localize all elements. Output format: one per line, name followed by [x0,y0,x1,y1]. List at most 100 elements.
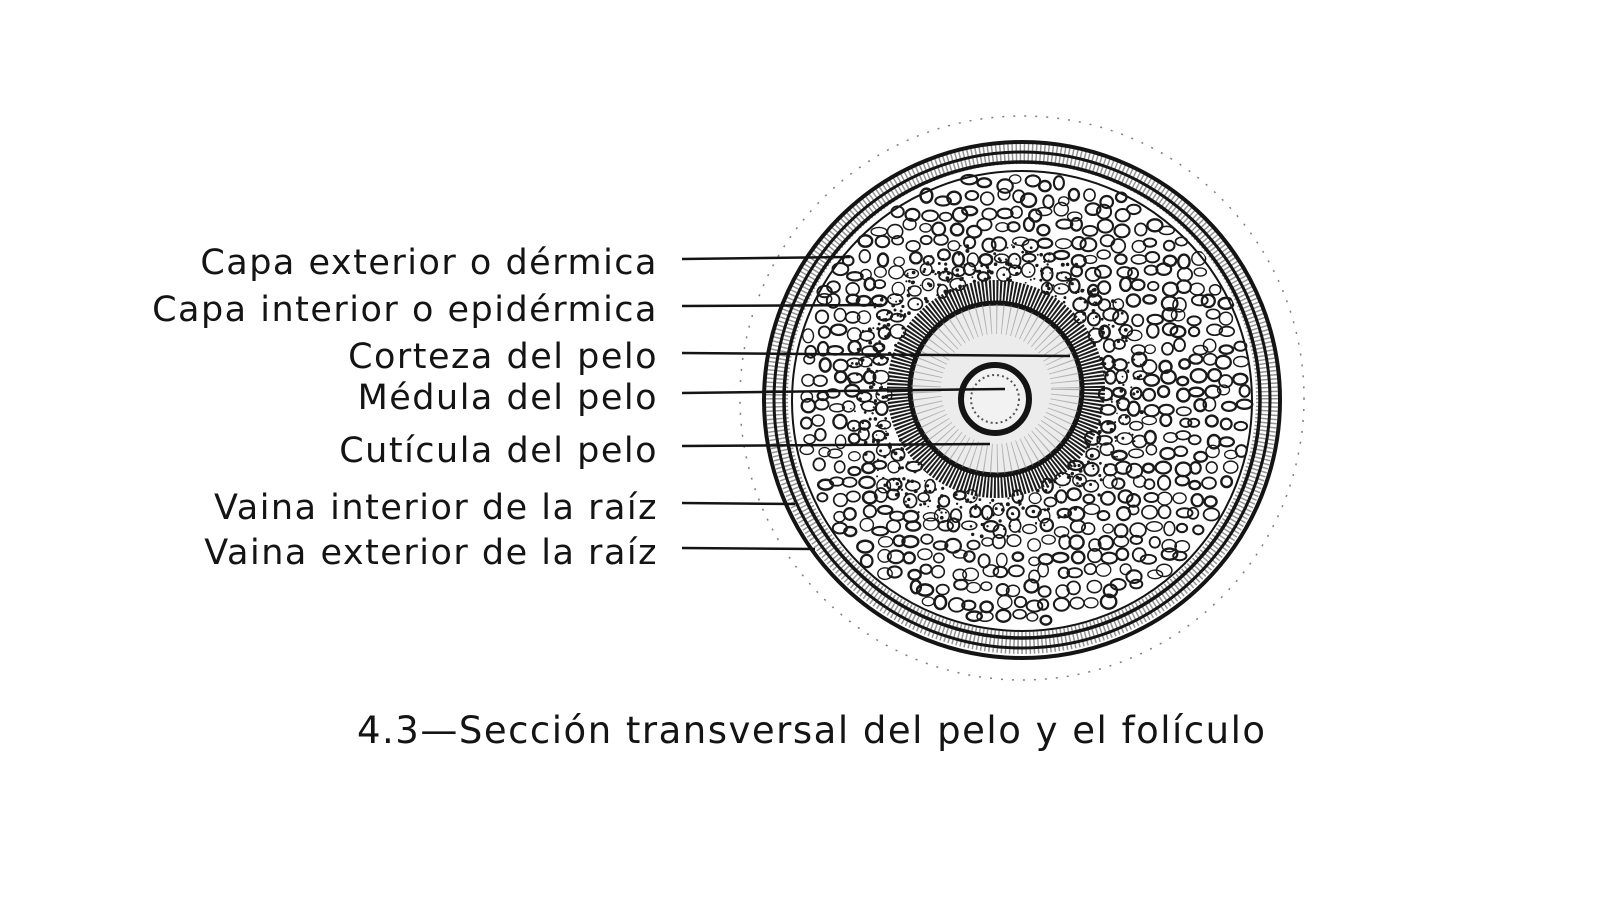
stipple-dot [972,269,974,271]
sheath-cell [1130,254,1148,265]
stipple-dot [1006,268,1008,271]
sheath-cell [1175,406,1192,417]
sheath-cell [935,583,950,596]
sheath-cell [1190,492,1205,508]
sheath-cell [1025,599,1044,613]
stipple-dot [898,299,902,303]
stipple-dot [886,313,889,316]
stipple-dot [969,514,973,518]
stipple-dot [999,259,1002,262]
stipple-dot [1121,422,1125,425]
stipple-dot [1001,508,1005,512]
stipple-dot [877,362,881,366]
sheath-cell [1174,474,1191,487]
sheath-cell [841,476,858,488]
sheath-cell [902,217,917,231]
sheath-cell [1193,267,1208,277]
sheath-cell [966,539,981,551]
stipple-dot [1088,290,1093,295]
stipple-dot [1061,272,1063,275]
stipple-dot [1118,402,1121,404]
stipple-dot [926,261,930,265]
sheath-cell [1208,283,1222,296]
sheath-cell [980,504,994,521]
sheath-cell [919,187,934,204]
stipple-dot [1004,258,1008,261]
sheath-cell [1193,450,1209,463]
sheath-cell [890,205,905,219]
stipple-dot [1081,482,1084,486]
stipple-dot [906,461,910,465]
sheath-cell [859,330,875,342]
sheath-cell [846,357,864,369]
sheath-cell [1098,324,1111,340]
stipple-dot [1062,300,1066,304]
sheath-cell [886,565,903,579]
sheath-cell [873,279,887,290]
sheath-cell [1200,293,1216,309]
stipple-dot [1031,509,1036,514]
sheath-cell [1176,375,1190,387]
sheath-cell [938,211,953,222]
sheath-cell [1161,538,1178,553]
stipple-dot [905,274,909,278]
stipple-dot [1111,324,1115,328]
stipple-dot [856,373,859,376]
stipple-dot [882,324,887,328]
stipple-dot [1114,440,1117,442]
stipple-dot [916,303,919,306]
stipple-dot [880,383,883,386]
stipple-dot [1089,453,1094,458]
stipple-dot [902,314,907,318]
stipple-dot [1044,279,1046,281]
sheath-cell [1036,598,1050,611]
stipple-dot [856,347,861,352]
stipple-dot [1045,283,1050,288]
sheath-cell [812,457,826,472]
sheath-cell [922,512,939,522]
stipple-dot [1124,415,1128,419]
cuticle-dark-band [887,280,1105,498]
stipple-dot [1068,287,1070,290]
stipple-dot [931,269,935,274]
sheath-cell [1190,294,1209,307]
stipple-dot [925,299,929,304]
sheath-cell [1233,340,1248,352]
sheath-cell [846,270,864,282]
stipple-dot [959,244,962,247]
sheath-cell [886,488,901,501]
stipple-dot [1133,376,1137,380]
stipple-dot [982,522,986,526]
sheath-cell [1144,251,1161,264]
stipple-dot [1060,500,1062,503]
sheath-cell [874,400,889,416]
sheath-cell [1012,236,1030,247]
stipple-dot [1113,363,1117,367]
stipple-dot [873,402,877,405]
sheath-cell [1010,205,1023,219]
sheath-cell [947,597,966,613]
stipple-dot [947,271,951,276]
sheath-cell [1056,507,1073,519]
sheath-cell [1179,417,1193,428]
sheath-cell [1146,280,1160,292]
stipple-dot [1002,266,1005,269]
stipple-dot [1123,321,1126,324]
sheath-cell [1160,369,1177,385]
sheath-cell [1082,479,1100,493]
sheath-cell [1021,238,1040,254]
stipple-dot [923,502,927,506]
sheath-cell [833,370,848,384]
sheath-cell [1096,280,1112,295]
stipple-dot [971,276,974,279]
sheath-cell [1175,430,1192,441]
stipple-dot [940,511,943,514]
stipple-dot [1101,330,1105,335]
sheath-cell [1148,535,1161,549]
stipple-dot [1014,242,1017,245]
sheath-cell [1053,201,1070,217]
sheath-cell [976,217,993,232]
stipple-dot [1049,272,1051,274]
sheath-cell [1170,308,1186,322]
stipple-dot [972,496,976,500]
